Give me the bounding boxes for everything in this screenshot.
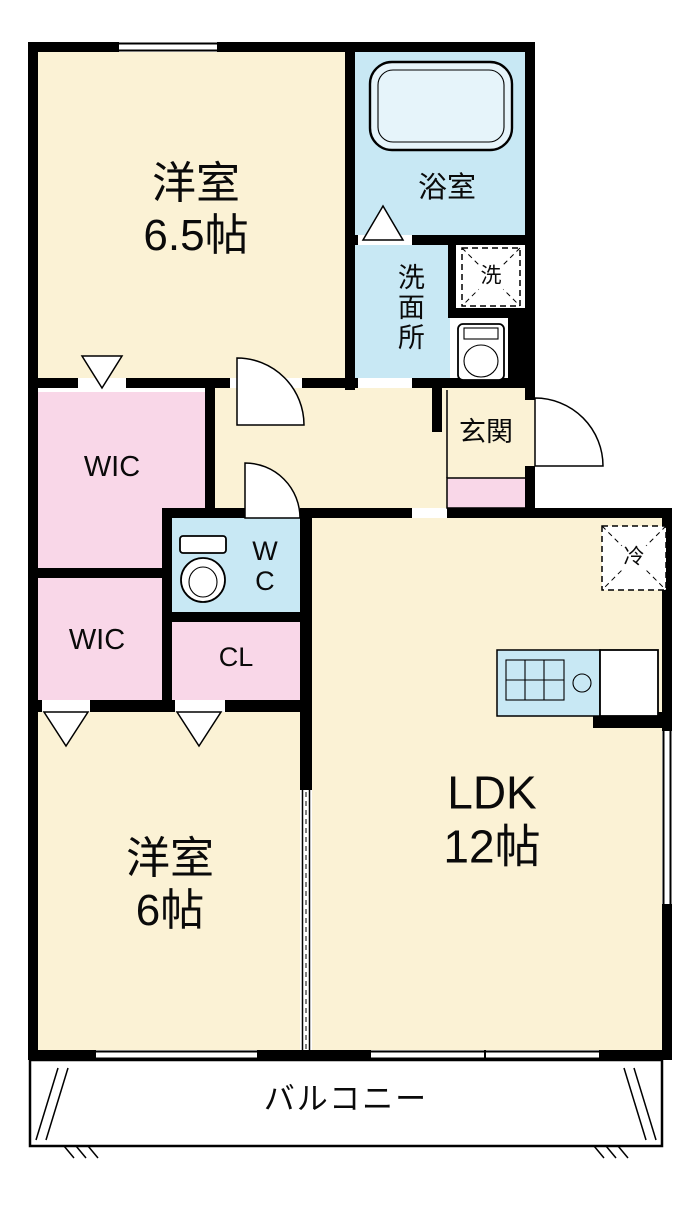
kitchen-counter-icon (496, 649, 659, 717)
bedroom2-window (94, 1050, 259, 1060)
windows (94, 42, 672, 1060)
washroom-label: 洗面所 (393, 263, 424, 353)
bedroom2-label: 洋室 6帖 (126, 833, 214, 937)
wc-label: WC (249, 536, 280, 596)
balcony-ticks (63, 1145, 629, 1159)
bedroom1-name: 洋室 (151, 159, 240, 209)
vanity-icon (457, 323, 505, 381)
bedroom1-floor (38, 52, 345, 378)
bedroom1-window (117, 42, 219, 52)
wic-lower-door-icon (42, 711, 90, 748)
bathtub-icon (368, 60, 514, 152)
wic-lower-floor (38, 578, 162, 700)
ldk-label: LDK 12帖 (443, 766, 540, 875)
toilet-icon (179, 535, 227, 603)
bath-door-icon (361, 204, 405, 241)
balcony-area (28, 1058, 664, 1159)
ldk-side-window (662, 729, 672, 906)
bedroom2-size: 6帖 (135, 886, 205, 935)
front-door-swing-icon (534, 397, 604, 467)
wc-door-swing-icon (244, 462, 301, 519)
ldk-floor (312, 518, 662, 1050)
door-swings (236, 357, 604, 519)
sliding-partition (300, 790, 312, 1050)
bath-label: 浴室 (417, 171, 477, 204)
ldk-name: LDK (447, 766, 537, 819)
closet-floor (172, 622, 300, 700)
washroom-floor (355, 245, 450, 378)
fixtures (179, 60, 667, 717)
bedroom2-floor (38, 712, 300, 1050)
bedroom2-name: 洋室 (126, 834, 214, 884)
wic-lower-label: WIC (68, 623, 126, 656)
ldk-balcony-window (369, 1050, 601, 1060)
ldk-size: 12帖 (443, 821, 541, 873)
laundry-label: 洗 (478, 264, 504, 290)
balcony-label: バルコニー (263, 1081, 429, 1117)
wic-upper-door-icon (80, 355, 124, 390)
closet-door-icon (175, 711, 223, 748)
bedroom1-door-swing-icon (236, 357, 305, 426)
wic-upper-label: WIC (83, 450, 141, 483)
entrance-label: 玄関 (459, 417, 513, 448)
closet-label: CL (218, 642, 254, 673)
walls (28, 42, 672, 1060)
shoe-cabinet (446, 477, 531, 509)
bedroom1-size: 6.5帖 (143, 211, 249, 260)
door-markers (42, 204, 405, 748)
fridge-label: 冷 (621, 545, 647, 571)
bedroom1-label: 洋室 6.5帖 (143, 158, 248, 262)
